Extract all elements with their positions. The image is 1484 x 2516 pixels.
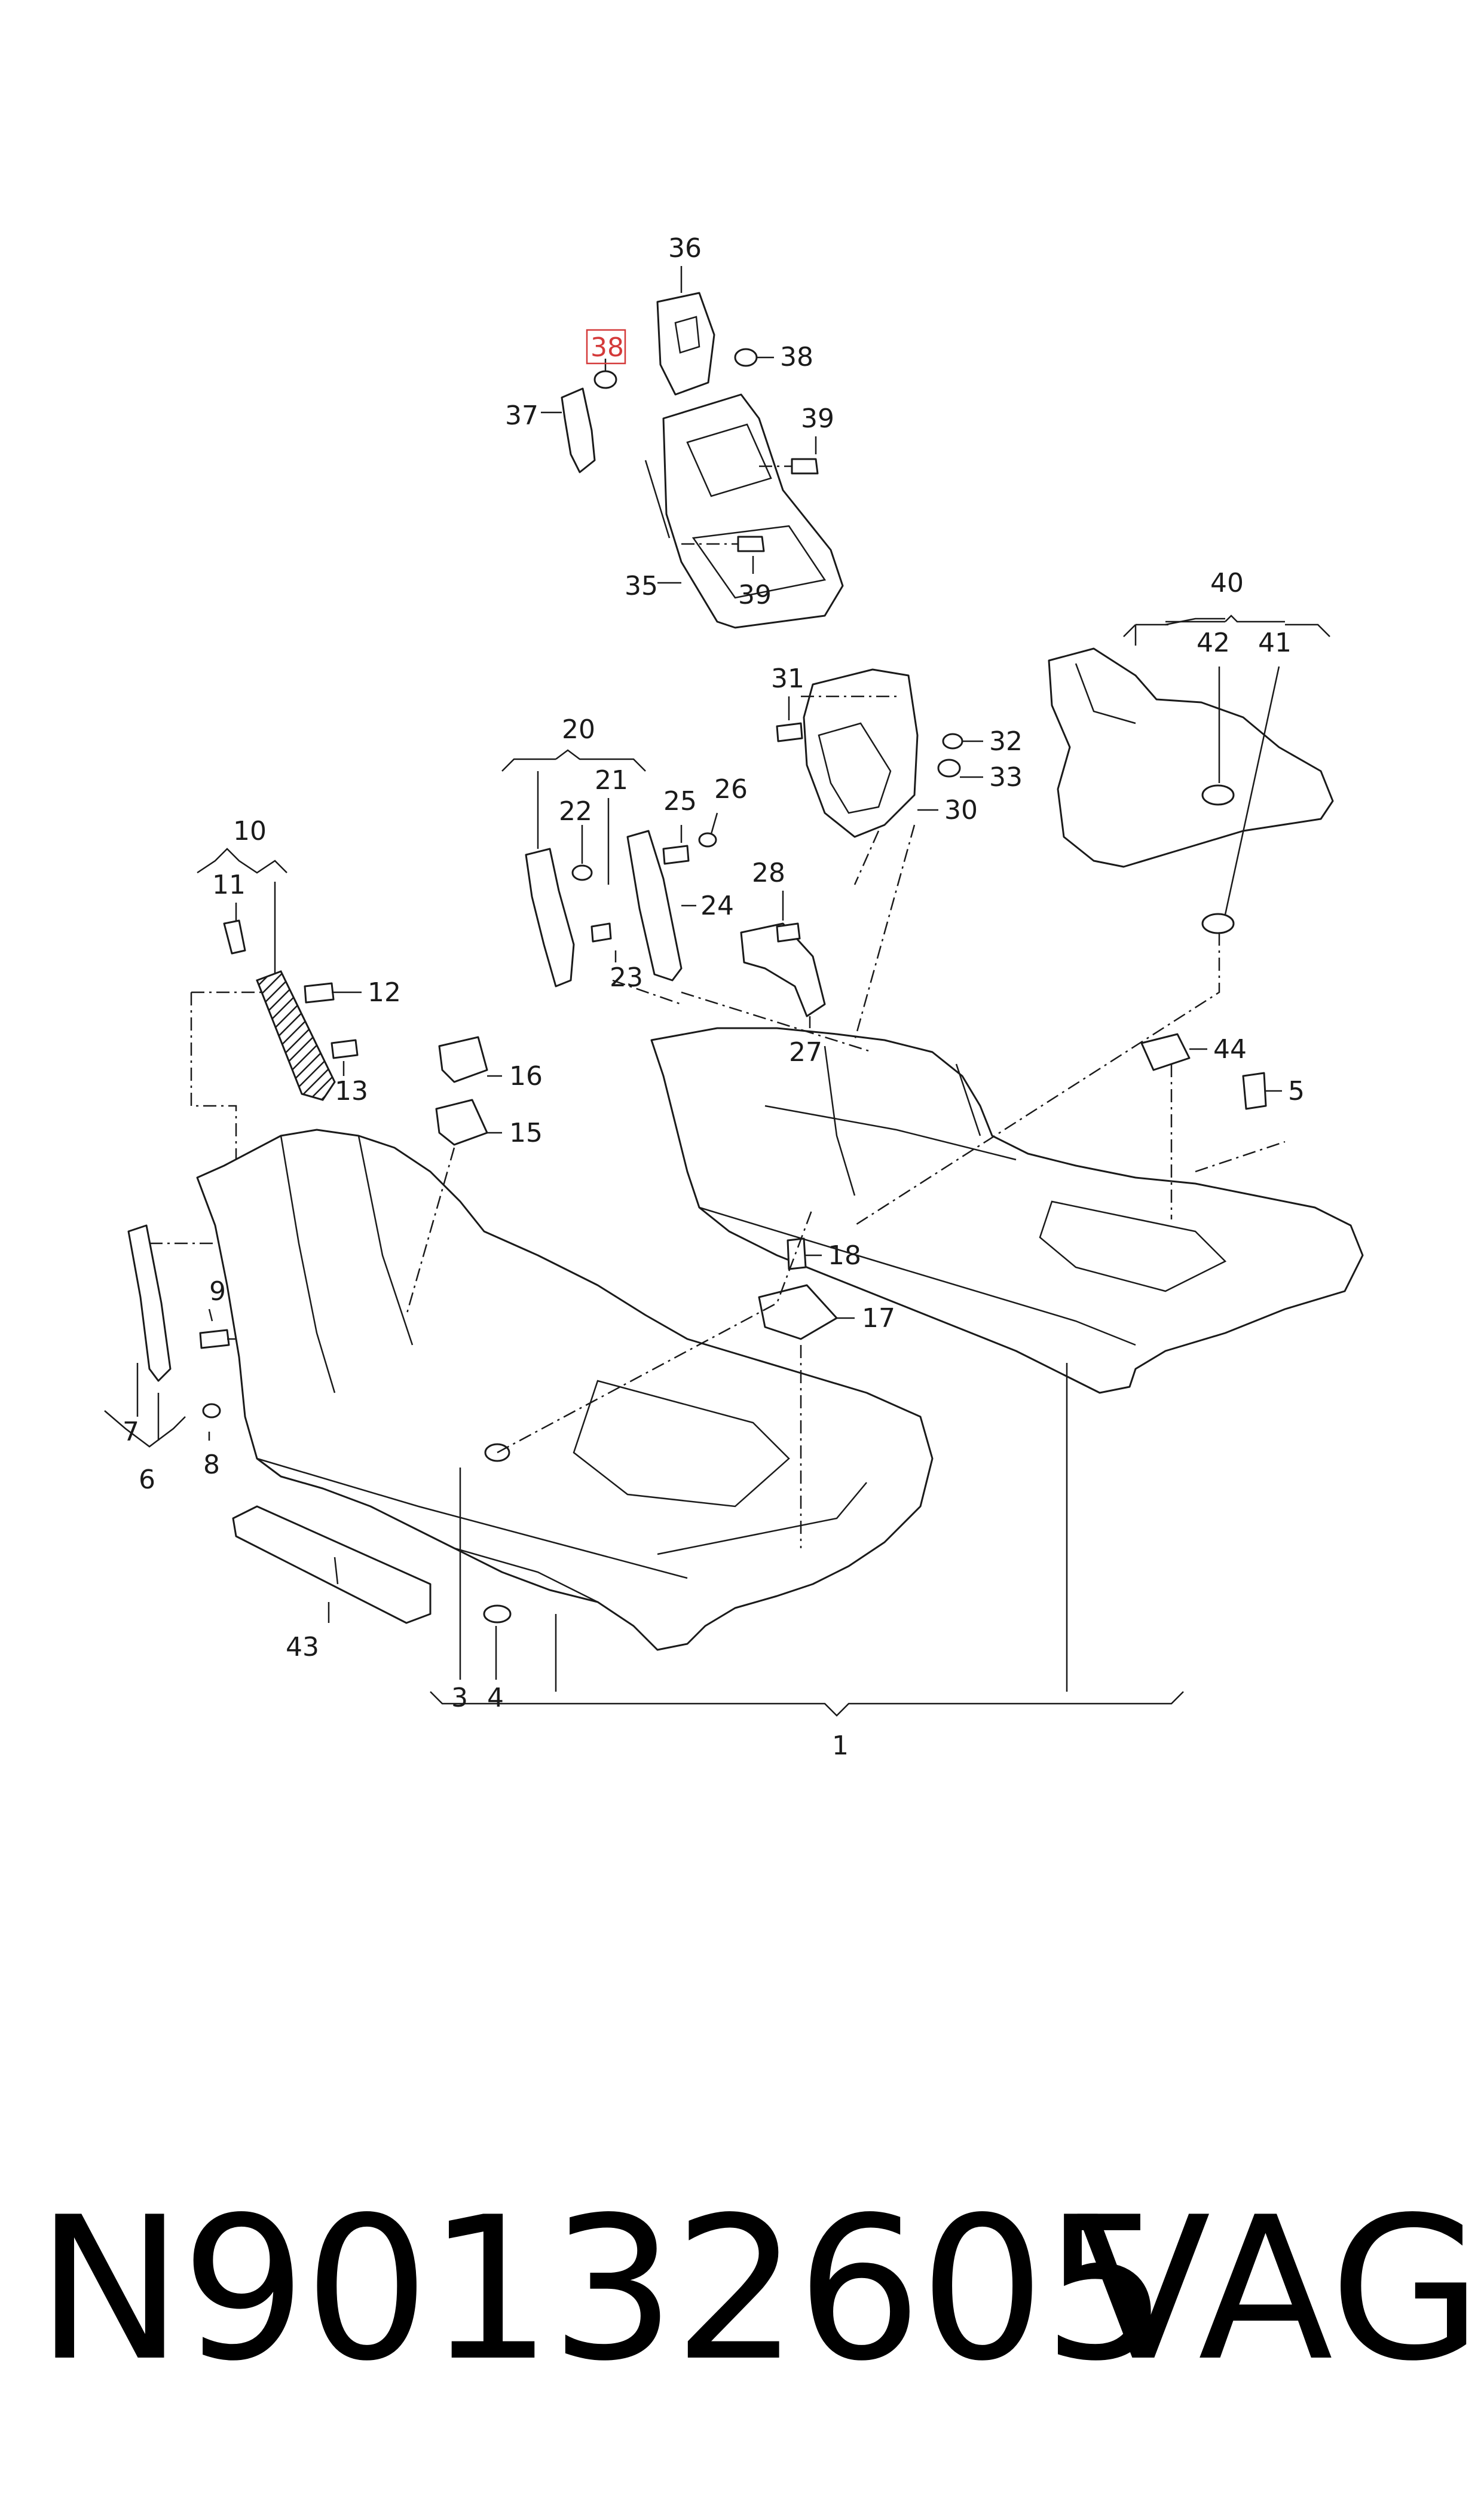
callout-38: 38 bbox=[780, 342, 813, 372]
callout-42: 42 bbox=[1197, 628, 1230, 658]
callout-4: 4 bbox=[487, 1683, 504, 1713]
part-7-bracket bbox=[127, 1224, 172, 1382]
callout-44: 44 bbox=[1213, 1034, 1247, 1065]
part-33-washer bbox=[937, 759, 961, 778]
callout-10: 10 bbox=[233, 816, 267, 846]
side-trim-group bbox=[501, 749, 826, 1028]
part-37-bracket bbox=[561, 387, 596, 473]
part-38-nut-left bbox=[593, 370, 617, 389]
part-25-bolt bbox=[662, 845, 690, 865]
callout-22: 22 bbox=[559, 796, 592, 827]
part-26-clip bbox=[698, 832, 717, 848]
part-number-label: N90132605 bbox=[36, 2175, 1168, 2404]
part-8-nut bbox=[202, 1403, 221, 1419]
part-32-nut bbox=[942, 733, 963, 750]
callout-38-highlighted: 38 bbox=[590, 332, 624, 363]
callout-27: 27 bbox=[789, 1037, 822, 1068]
callout-26: 26 bbox=[714, 774, 748, 805]
callout-1: 1 bbox=[832, 1731, 849, 1761]
callout-3: 3 bbox=[451, 1683, 468, 1713]
part-28-bolt bbox=[776, 922, 801, 943]
callout-37: 37 bbox=[505, 401, 538, 431]
callout-20: 20 bbox=[562, 714, 595, 745]
part-43-sill-strip bbox=[232, 1505, 432, 1624]
part-42-grommet bbox=[1201, 784, 1235, 806]
part-1-front-carpet bbox=[196, 1129, 934, 1651]
callout-35: 35 bbox=[625, 571, 658, 601]
part-13-bolt bbox=[331, 1039, 359, 1059]
part-39-bolt-upper bbox=[791, 458, 819, 475]
callout-24: 24 bbox=[700, 891, 734, 921]
part-15-pad bbox=[435, 1099, 488, 1146]
rear-insulation-panel bbox=[1048, 615, 1334, 934]
callout-11: 11 bbox=[212, 870, 246, 900]
callout-21: 21 bbox=[595, 765, 628, 796]
callout-16: 16 bbox=[509, 1061, 543, 1092]
callout-32: 32 bbox=[989, 726, 1023, 757]
callout-25: 25 bbox=[663, 786, 697, 817]
bracket-assembly bbox=[541, 266, 844, 629]
callout-labels: 36 38 38 37 39 35 39 40 42 41 31 32 33 3… bbox=[123, 233, 1305, 1761]
callout-6: 6 bbox=[139, 1465, 155, 1495]
callout-12: 12 bbox=[368, 977, 401, 1008]
callout-5: 5 bbox=[1288, 1076, 1305, 1106]
part-39-bolt-lower bbox=[737, 536, 765, 552]
part-17-pad bbox=[758, 1284, 838, 1340]
callout-7: 7 bbox=[123, 1417, 139, 1447]
part-4-washer bbox=[483, 1604, 512, 1624]
part-41-clip bbox=[1201, 913, 1235, 934]
part-38-nut-right bbox=[734, 348, 758, 367]
part-30-bracket bbox=[803, 668, 919, 838]
callout-23: 23 bbox=[610, 962, 643, 993]
part-31-bolt bbox=[776, 722, 803, 742]
part-20-trim bbox=[525, 848, 575, 988]
callout-38-highlight-box bbox=[586, 329, 626, 365]
part-35-plate bbox=[662, 393, 844, 629]
part-10-trim-strip bbox=[256, 970, 336, 1101]
callout-13: 13 bbox=[335, 1076, 368, 1106]
callout-36: 36 bbox=[668, 233, 702, 264]
part-36-bracket bbox=[656, 292, 715, 396]
callout-31: 31 bbox=[771, 664, 804, 694]
callout-30: 30 bbox=[944, 795, 978, 826]
part-23-bolt bbox=[590, 922, 612, 943]
callout-9: 9 bbox=[209, 1276, 226, 1307]
part-22-nut bbox=[571, 864, 593, 881]
left-pillar-group bbox=[104, 848, 502, 1448]
part-5-push-rivet bbox=[1242, 1072, 1267, 1110]
callout-33: 33 bbox=[989, 762, 1023, 793]
callout-39-lower: 39 bbox=[738, 580, 772, 610]
callout-8: 8 bbox=[203, 1450, 220, 1480]
part-44-clip bbox=[1140, 1033, 1191, 1071]
part-18-push-rivet bbox=[787, 1237, 807, 1270]
part-11-clip bbox=[223, 919, 246, 955]
callout-15: 15 bbox=[509, 1118, 543, 1148]
part-24-strip bbox=[626, 830, 683, 982]
part-40-insulation-mat bbox=[1048, 647, 1334, 868]
callout-17: 17 bbox=[862, 1303, 895, 1334]
callout-40: 40 bbox=[1210, 568, 1244, 598]
callout-28: 28 bbox=[752, 858, 785, 888]
floor-carpet bbox=[196, 824, 1364, 1717]
part-16-clip bbox=[438, 1036, 488, 1083]
callout-43: 43 bbox=[286, 1632, 319, 1662]
brand-label: VAG bbox=[1076, 2175, 1483, 2404]
callout-41: 41 bbox=[1258, 628, 1292, 658]
part-1-rear-carpet bbox=[650, 1027, 1364, 1394]
part-9-bolt bbox=[199, 1329, 230, 1349]
part-12-bolt bbox=[304, 982, 335, 1004]
callout-18: 18 bbox=[828, 1240, 861, 1271]
center-bracket bbox=[776, 668, 983, 885]
callout-39-upper: 39 bbox=[801, 403, 834, 434]
